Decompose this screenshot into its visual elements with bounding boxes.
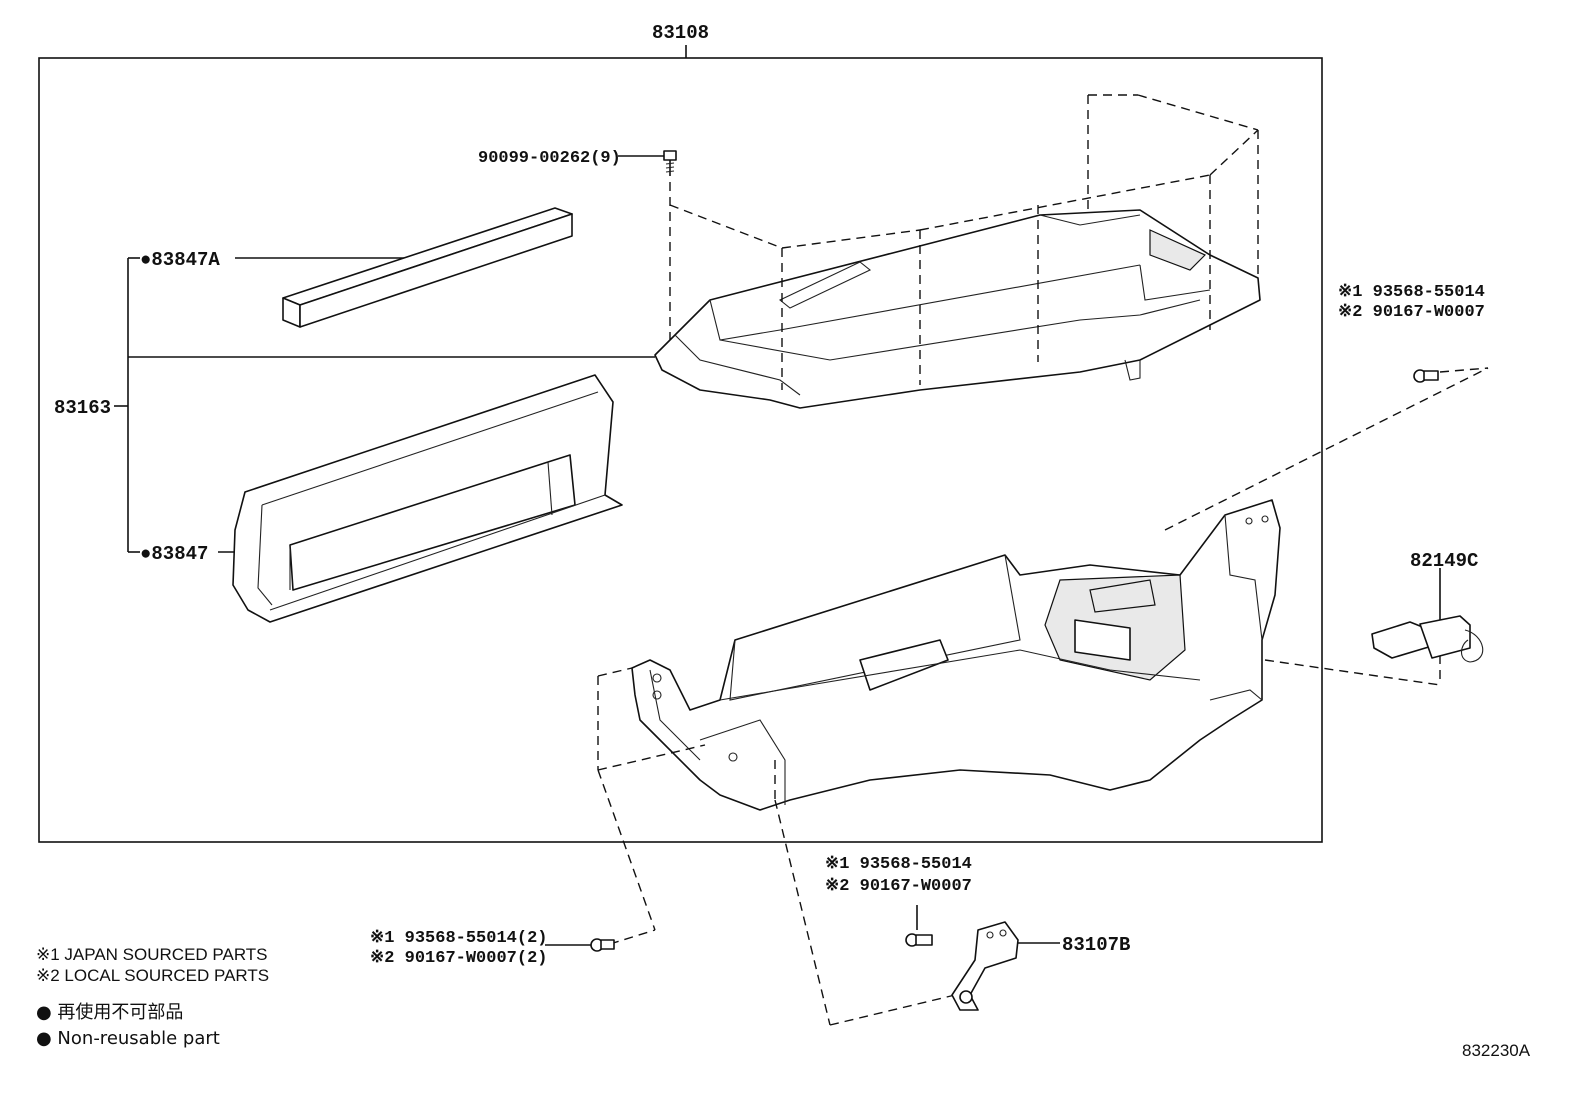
label-83847: ●83847 bbox=[140, 543, 208, 565]
foam-strip-83847A bbox=[282, 207, 573, 328]
legend-note-2: ※2 LOCAL SOURCED PARTS bbox=[36, 966, 269, 985]
label-left-screw-2: ※2 90167-W0007(2) bbox=[370, 949, 547, 968]
label-left-screw-1: ※1 93568-55014(2) bbox=[370, 929, 547, 948]
upper-dash-lines bbox=[669, 94, 1259, 390]
label-screw-90099: 90099-00262(9) bbox=[478, 149, 621, 168]
pad-83847 bbox=[232, 374, 623, 623]
label-83108: 83108 bbox=[652, 22, 709, 44]
label-83107B: 83107B bbox=[1062, 934, 1130, 956]
legend-note-1: ※1 JAPAN SOURCED PARTS bbox=[36, 945, 268, 964]
label-bottom-screw-2: ※2 90167-W0007 bbox=[825, 877, 972, 896]
label-right-screw-2: ※2 90167-W0007 bbox=[1338, 303, 1485, 322]
bracket-83107B bbox=[951, 921, 1060, 1011]
lower-housing bbox=[631, 499, 1281, 811]
sensor-82149C bbox=[1371, 568, 1484, 663]
lower-dash-lines bbox=[597, 367, 1489, 1026]
label-82149C: 82149C bbox=[1410, 550, 1478, 572]
screw-left-bottom bbox=[545, 938, 615, 952]
legend-non-reusable-jp: ● 再使用不可部品 bbox=[36, 1002, 183, 1023]
screw-right-upper bbox=[1413, 369, 1439, 383]
diagram-id: 832230A bbox=[1462, 1041, 1531, 1060]
screw-bottom bbox=[905, 905, 933, 947]
legend-non-reusable-en: ● Non-reusable part bbox=[36, 1028, 220, 1049]
screw-90099 bbox=[618, 150, 677, 176]
label-right-screw-1: ※1 93568-55014 bbox=[1338, 283, 1485, 302]
label-bottom-screw-1: ※1 93568-55014 bbox=[825, 855, 972, 874]
label-83847A: ●83847A bbox=[140, 249, 220, 271]
label-83163: 83163 bbox=[54, 397, 111, 419]
assembly-frame bbox=[38, 45, 1323, 843]
upper-housing bbox=[654, 209, 1261, 409]
